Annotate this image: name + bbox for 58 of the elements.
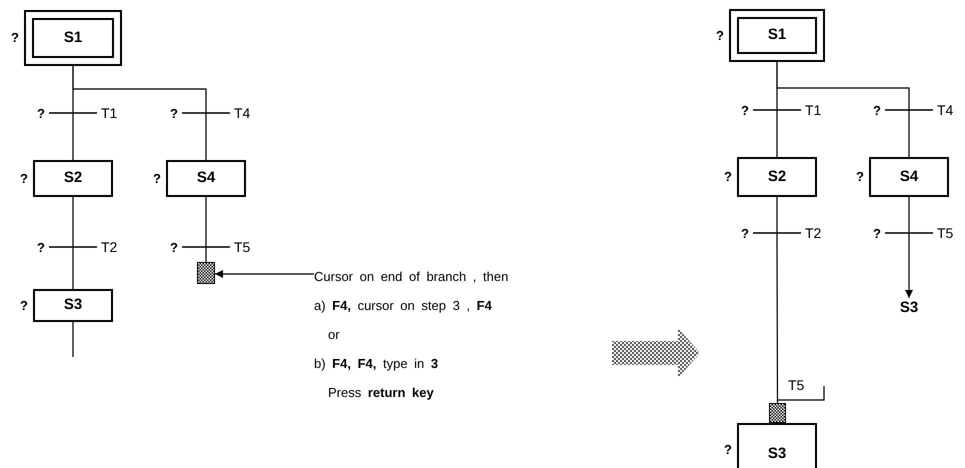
connector-line (776, 118, 778, 157)
connector-line (72, 66, 207, 105)
transition-label: T1 (100, 106, 118, 120)
transition-condition: ? (36, 240, 46, 254)
step-condition: ? (724, 170, 732, 183)
connector-line (72, 322, 74, 357)
instruction-text: a) F4, cursor on step 3 , F4 (314, 298, 492, 313)
arrow (215, 270, 314, 278)
connector-line (908, 197, 910, 225)
transition-label: T5 (936, 226, 954, 240)
step-condition: ? (856, 170, 864, 183)
transition-condition: ? (872, 104, 882, 116)
step-box: S3 (33, 289, 113, 322)
connector-line (205, 121, 207, 160)
instruction-text: Press return key (328, 385, 434, 400)
transition-condition: ? (169, 240, 179, 254)
transition-condition: ? (169, 106, 179, 120)
step-condition: ? (724, 443, 732, 456)
instruction-text: Cursor on end of branch , then (314, 269, 508, 284)
transition-label: T4 (233, 106, 250, 120)
step-box: S2 (33, 160, 113, 197)
instruction-text: b) F4, F4, type in 3 (314, 356, 438, 371)
transition-condition: ? (872, 226, 882, 240)
step-box: S3 (737, 423, 817, 468)
connector-line (72, 255, 74, 289)
transition-label: T4 (936, 103, 954, 117)
connector-line (205, 197, 207, 239)
transition-condition: ? (36, 106, 46, 120)
step-condition: ? (20, 172, 28, 184)
transition-condition: ? (740, 226, 750, 240)
arrow (905, 241, 913, 298)
step-condition: ? (153, 172, 161, 184)
step-condition: ? (716, 28, 724, 42)
connector-line (72, 197, 74, 239)
step-condition: ? (11, 31, 19, 44)
cursor-marker (197, 262, 215, 284)
jump-label: T5 (788, 378, 804, 392)
connector-line (776, 241, 778, 403)
transition-label: T2 (100, 240, 118, 254)
transition-label: T1 (804, 103, 822, 117)
connector-line (776, 62, 910, 102)
connector-line (908, 118, 910, 157)
step-box: S4 (869, 157, 949, 197)
initial-step-box (24, 10, 122, 66)
step-condition: ? (20, 298, 28, 312)
cursor-marker (769, 403, 786, 423)
connector-line (72, 121, 74, 160)
step-box: S4 (166, 160, 246, 197)
step-box: S1 (32, 18, 114, 58)
transition-label: T2 (804, 226, 822, 240)
connector-line (776, 197, 778, 225)
initial-step-box (729, 9, 825, 62)
instruction-text: or (328, 327, 340, 342)
step-box: S2 (737, 157, 817, 197)
transition-label: T5 (233, 240, 250, 254)
step-box: S1 (737, 17, 817, 54)
step-reference: S3 (896, 298, 922, 316)
transition-condition: ? (740, 104, 750, 116)
